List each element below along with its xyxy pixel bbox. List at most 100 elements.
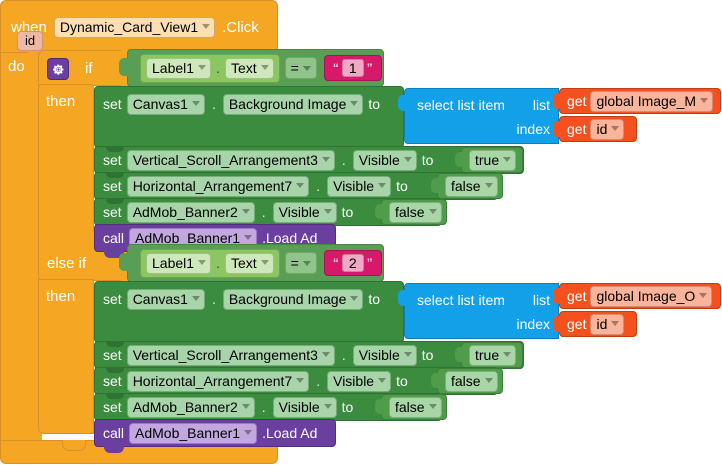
gear-icon[interactable] [47,58,69,80]
set-component-dropdown-1-3[interactable]: AdMob_Banner2 [126,201,255,223]
chevron-down-icon[interactable] [244,430,253,435]
chevron-down-icon[interactable] [323,404,332,409]
set-block-2-2[interactable]: set Horizontal_Arrangement7 . Visible to [94,367,498,395]
logic-block-1-1[interactable]: true [461,147,523,173]
text-value-field-1[interactable]: 1 [341,59,364,77]
logic-block-2-2[interactable]: false [437,368,503,394]
logic-block-1-2[interactable]: false [437,173,503,199]
call-block-2[interactable]: call AdMob_Banner1 .Load Ad [94,419,336,447]
comparison-block-2[interactable]: Label1 . Text = “ 2 ” [127,244,384,282]
event-block-header[interactable]: when Dynamic_Card_View1 .Click id [0,0,278,54]
set-property-dropdown-2-3[interactable]: Visible [272,396,337,418]
chevron-down-icon[interactable] [378,378,387,383]
set-property-dropdown-2-2[interactable]: Visible [327,370,392,392]
call-component-dropdown-2[interactable]: AdMob_Banner1 [129,422,258,444]
logic-value-dropdown-1-1[interactable]: true [469,149,517,171]
get-variable-dropdown-1-index[interactable]: id [590,118,625,140]
chevron-down-icon[interactable] [260,260,269,265]
chevron-down-icon[interactable] [321,157,330,162]
logic-value-dropdown-2-2[interactable]: false [445,370,498,392]
get-variable-block-1-list[interactable]: get global Image_M [559,88,721,114]
select-list-item-block-1[interactable]: select list item list index [404,88,559,144]
set-block-1-2[interactable]: set Horizontal_Arrangement7 . Visible to [94,172,498,200]
logic-block-2-1[interactable]: true [461,342,523,368]
getter-property-dropdown-2[interactable]: Text [224,252,274,274]
chevron-down-icon[interactable] [484,183,493,188]
get-variable-dropdown-2-list[interactable]: global Image_O [590,285,713,307]
property-getter-1[interactable]: Label1 . Text [140,53,280,83]
chevron-down-icon[interactable] [350,296,359,301]
chevron-down-icon[interactable] [198,65,207,70]
chevron-down-icon[interactable] [699,293,708,298]
getter-component-dropdown-2[interactable]: Label1 [146,252,212,274]
chevron-down-icon[interactable] [378,183,387,188]
get-variable-block-2-list[interactable]: get global Image_O [559,283,721,309]
chevron-down-icon[interactable] [403,352,412,357]
set-property-dropdown-1-0[interactable]: Background Image [222,93,364,115]
set-component-dropdown-1-1[interactable]: Vertical_Scroll_Arrangement3 [126,149,335,171]
get-variable-block-2-index[interactable]: get id [559,311,637,337]
chevron-down-icon[interactable] [503,352,512,357]
operator-dropdown-2[interactable]: = [284,252,317,274]
set-component-dropdown-1-0[interactable]: Canvas1 [126,93,205,115]
chevron-down-icon[interactable] [484,378,493,383]
set-property-dropdown-1-2[interactable]: Visible [327,175,392,197]
set-property-dropdown-2-0[interactable]: Background Image [222,288,364,310]
chevron-down-icon[interactable] [198,260,207,265]
set-component-dropdown-2-0[interactable]: Canvas1 [126,288,205,310]
set-component-dropdown-1-2[interactable]: Horizontal_Arrangement7 [126,175,310,197]
text-string-block-2[interactable]: “ 2 ” [323,250,382,276]
operator-dropdown-1[interactable]: = [284,57,317,79]
chevron-down-icon[interactable] [321,352,330,357]
logic-value-dropdown-2-1[interactable]: true [469,344,517,366]
getter-component-dropdown-1[interactable]: Label1 [146,57,212,79]
chevron-down-icon[interactable] [302,260,311,266]
text-string-block-1[interactable]: “ 1 ” [323,55,382,81]
chevron-down-icon[interactable] [191,296,200,301]
chevron-down-icon[interactable] [403,157,412,162]
get-variable-block-1-index[interactable]: get id [559,116,637,142]
chevron-down-icon[interactable] [700,98,709,103]
logic-value-dropdown-1-3[interactable]: false [389,201,442,223]
chevron-down-icon[interactable] [202,24,211,29]
chevron-down-icon[interactable] [191,101,200,106]
set-property-dropdown-1-1[interactable]: Visible [352,149,417,171]
logic-block-1-3[interactable]: false [381,199,447,225]
chevron-down-icon[interactable] [323,209,332,214]
get-variable-dropdown-1-list[interactable]: global Image_M [590,90,714,112]
text-value-field-2[interactable]: 2 [341,254,364,272]
chevron-down-icon[interactable] [302,65,311,71]
getter-property-dropdown-1[interactable]: Text [224,57,274,79]
chevron-down-icon[interactable] [241,209,250,214]
logic-block-2-3[interactable]: false [381,394,447,420]
chevron-down-icon[interactable] [241,404,250,409]
event-parameter-id[interactable]: id [17,31,44,51]
chevron-down-icon[interactable] [503,157,512,162]
select-list-item-block-2[interactable]: select list item list index [404,283,559,339]
chevron-down-icon[interactable] [350,101,359,106]
chevron-down-icon[interactable] [428,404,437,409]
chevron-down-icon[interactable] [428,209,437,214]
logic-value-dropdown-1-2[interactable]: false [445,175,498,197]
comparison-block-1[interactable]: Label1 . Text = “ 1 ” [127,49,384,87]
get-socket-plug-2b [553,316,562,332]
set-block-1-1[interactable]: set Vertical_Scroll_Arrangement3 . Visib… [94,146,524,174]
chevron-down-icon[interactable] [611,126,620,131]
chevron-down-icon[interactable] [260,65,269,70]
get-variable-dropdown-2-index[interactable]: id [590,313,625,335]
set-block-2-0[interactable]: set Canvas1 . Background Image to [94,281,404,343]
call-component-dropdown-1[interactable]: AdMob_Banner1 [129,227,258,249]
set-component-dropdown-2-2[interactable]: Horizontal_Arrangement7 [126,370,310,392]
set-property-dropdown-2-1[interactable]: Visible [352,344,417,366]
set-property-dropdown-1-3[interactable]: Visible [272,201,337,223]
chevron-down-icon[interactable] [611,321,620,326]
set-component-dropdown-2-3[interactable]: AdMob_Banner2 [126,396,255,418]
chevron-down-icon[interactable] [296,378,305,383]
set-block-1-0[interactable]: set Canvas1 . Background Image to [94,86,404,148]
event-component-dropdown[interactable]: Dynamic_Card_View1 [53,16,216,38]
set-component-dropdown-2-1[interactable]: Vertical_Scroll_Arrangement3 [126,344,335,366]
logic-value-dropdown-2-3[interactable]: false [389,396,442,418]
property-getter-2[interactable]: Label1 . Text [140,248,280,278]
chevron-down-icon[interactable] [296,183,305,188]
chevron-down-icon[interactable] [244,235,253,240]
